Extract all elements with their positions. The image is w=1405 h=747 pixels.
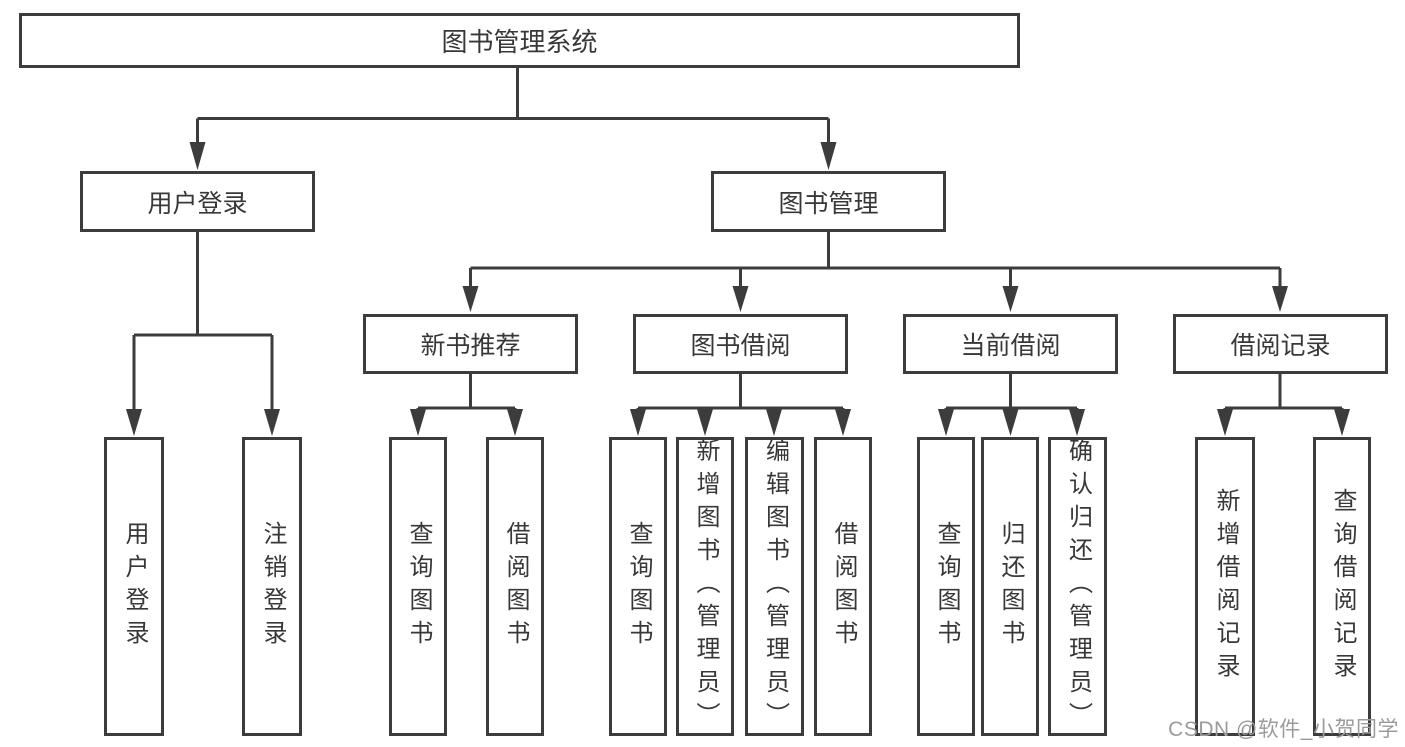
leaf-borrow-books: 借阅图书 — [814, 437, 872, 736]
node-borrowing-records: 借阅记录 — [1173, 314, 1388, 374]
node-root-label: 图书管理系统 — [441, 27, 598, 57]
leaf-logout-label: 注销登录 — [259, 520, 286, 653]
node-current-borrowing: 当前借阅 — [903, 314, 1118, 374]
node-book-management-label: 图书管理 — [778, 189, 879, 218]
node-new-book-recommend: 新书推荐 — [363, 314, 578, 374]
node-root: 图书管理系统 — [19, 13, 1020, 68]
node-book-borrowing-label: 图书借阅 — [690, 332, 791, 360]
leaf-borrow-books-recommend-label: 借阅图书 — [502, 520, 529, 653]
leaf-query-books-borrowing: 查询图书 — [609, 437, 667, 736]
node-borrowing-records-label: 借阅记录 — [1230, 332, 1331, 360]
leaf-query-books-recommend-label: 查询图书 — [405, 520, 432, 653]
leaf-query-books-recommend: 查询图书 — [389, 437, 447, 736]
leaf-query-books-current-label: 查询图书 — [933, 520, 960, 653]
node-book-management: 图书管理 — [711, 171, 946, 232]
leaf-add-borrow-record-label: 新增借阅记录 — [1212, 487, 1239, 686]
leaf-add-borrow-record: 新增借阅记录 — [1195, 437, 1255, 736]
leaf-borrow-books-recommend: 借阅图书 — [486, 437, 544, 736]
leaf-user-login: 用户登录 — [104, 437, 164, 736]
leaf-query-books-current: 查询图书 — [917, 437, 975, 736]
node-user-login-label: 用户登录 — [147, 189, 248, 218]
leaf-return-books: 归还图书 — [981, 437, 1039, 736]
leaf-query-borrow-record-label: 查询借阅记录 — [1329, 487, 1356, 686]
leaf-confirm-return-admin: 确认归还（管理员） — [1048, 437, 1107, 736]
leaf-add-books-admin-label: 新增图书（管理员） — [692, 438, 719, 735]
leaf-query-books-borrowing-label: 查询图书 — [625, 520, 652, 653]
leaf-confirm-return-admin-label: 确认归还（管理员） — [1064, 438, 1092, 735]
leaf-edit-books-admin-label: 编辑图书（管理员） — [761, 438, 789, 735]
leaf-borrow-books-label: 借阅图书 — [830, 520, 857, 653]
node-user-login: 用户登录 — [80, 171, 315, 232]
node-current-borrowing-label: 当前借阅 — [960, 332, 1061, 360]
leaf-query-borrow-record: 查询借阅记录 — [1313, 437, 1371, 736]
leaf-logout: 注销登录 — [242, 437, 302, 736]
leaf-user-login-label: 用户登录 — [121, 520, 148, 653]
leaf-return-books-label: 归还图书 — [997, 520, 1024, 653]
node-book-borrowing: 图书借阅 — [633, 314, 848, 374]
leaf-add-books-admin: 新增图书（管理员） — [676, 437, 734, 736]
watermark: CSDN @软件_小贺同学 — [1168, 718, 1399, 741]
node-new-book-recommend-label: 新书推荐 — [420, 332, 521, 360]
leaf-edit-books-admin: 编辑图书（管理员） — [745, 437, 804, 736]
